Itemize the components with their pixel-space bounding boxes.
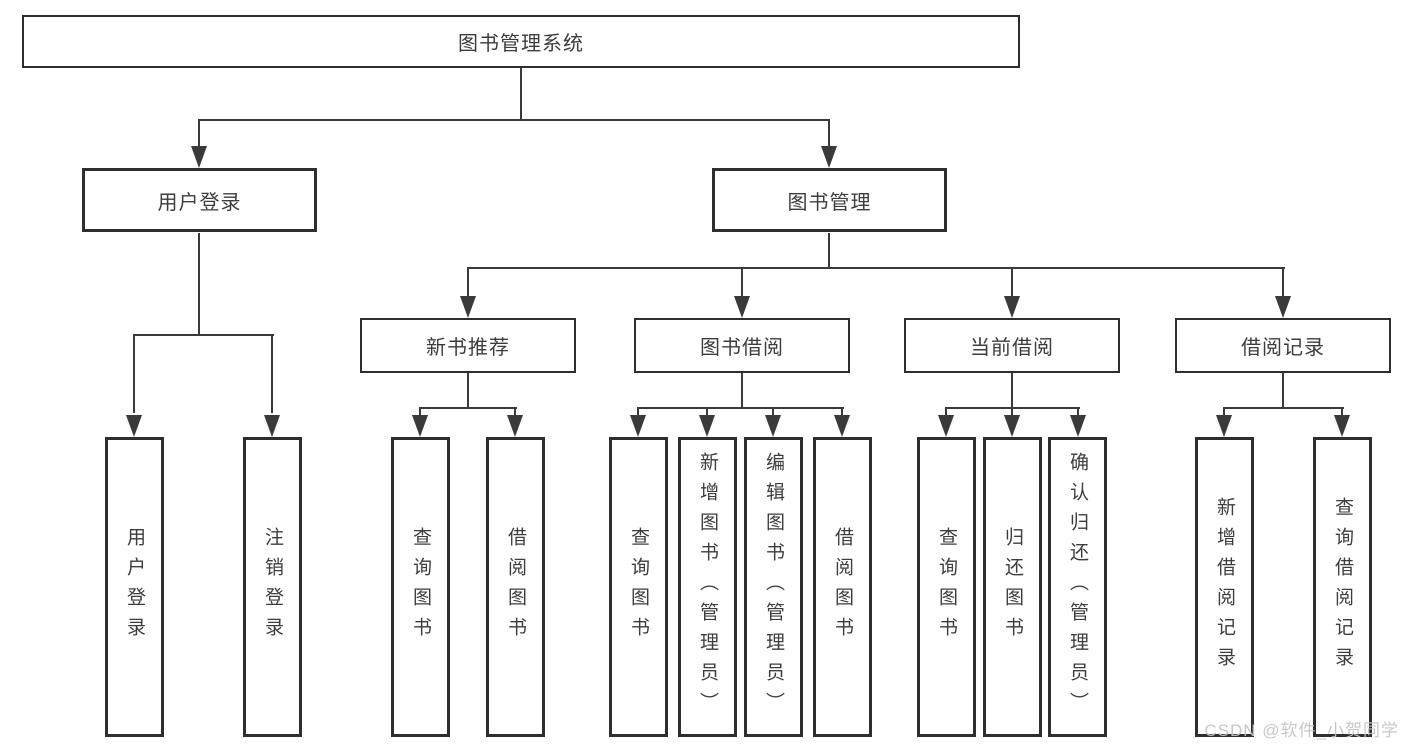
connector-arrowhead-icon (1275, 296, 1291, 318)
connector-line (741, 373, 743, 409)
node-borrowing-records: 借阅记录 (1175, 318, 1391, 373)
connector-arrowhead-icon (507, 415, 523, 437)
connector-line (1011, 409, 1013, 416)
node-current-borrowing: 当前借阅 (904, 318, 1120, 373)
connector-line (1077, 409, 1079, 416)
connector-line (133, 334, 274, 336)
connector-line (520, 68, 522, 121)
connector-line (841, 409, 843, 416)
connector-arrowhead-icon (1004, 415, 1020, 437)
node-new-book-recommendation: 新书推荐 (360, 318, 576, 373)
connector-arrowhead-icon (834, 415, 850, 437)
connector-line (467, 373, 469, 409)
leaf-borrow-books-recommend: 借阅图书 (486, 437, 545, 737)
connector-line (1223, 407, 1344, 409)
watermark-csdn: CSDN @软件_小贺同学 (1204, 721, 1399, 740)
leaf-logout: 注销登录 (243, 437, 302, 737)
connector-line (1282, 269, 1284, 296)
connector-line (133, 336, 135, 413)
leaf-edit-books-admin: 编辑图书（管理员） (744, 437, 803, 737)
connector-line (828, 233, 830, 269)
connector-line (945, 409, 947, 416)
connector-arrowhead-icon (126, 415, 142, 437)
connector-line (1011, 373, 1013, 409)
connector-arrowhead-icon (1334, 415, 1350, 437)
leaf-add-books-admin: 新增图书（管理员） (678, 437, 737, 737)
leaf-return-books: 归还图书 (983, 437, 1042, 737)
connector-line (419, 409, 421, 416)
leaf-query-borrow-record: 查询借阅记录 (1313, 437, 1372, 737)
node-user-login: 用户登录 (82, 168, 317, 232)
leaf-query-books-borrow: 查询图书 (609, 437, 668, 737)
node-book-borrowing: 图书借阅 (634, 318, 850, 373)
connector-arrowhead-icon (264, 415, 280, 437)
connector-arrowhead-icon (938, 415, 954, 437)
connector-line (945, 407, 1080, 409)
connector-line (1011, 269, 1013, 296)
leaf-add-borrow-record: 新增借阅记录 (1195, 437, 1254, 737)
connector-line (419, 407, 517, 409)
connector-line (1282, 373, 1284, 409)
connector-line (772, 409, 774, 416)
connector-arrowhead-icon (821, 146, 837, 168)
connector-line (637, 409, 639, 416)
connector-arrowhead-icon (1004, 296, 1020, 318)
connector-arrowhead-icon (734, 296, 750, 318)
leaf-borrow-books: 借阅图书 (813, 437, 872, 737)
leaf-confirm-return-admin: 确认归还（管理员） (1048, 437, 1107, 737)
connector-line (198, 119, 830, 121)
connector-arrowhead-icon (699, 415, 715, 437)
connector-line (1223, 409, 1225, 416)
connector-line (467, 269, 469, 296)
connector-line (741, 269, 743, 296)
connector-arrowhead-icon (412, 415, 428, 437)
connector-arrowhead-icon (191, 146, 207, 168)
connector-arrowhead-icon (630, 415, 646, 437)
connector-line (467, 267, 1285, 269)
connector-line (271, 336, 273, 413)
leaf-query-books-recommend: 查询图书 (391, 437, 450, 737)
connector-arrowhead-icon (765, 415, 781, 437)
connector-line (198, 121, 200, 148)
connector-line (198, 233, 200, 336)
connector-arrowhead-icon (1070, 415, 1086, 437)
connector-line (637, 407, 844, 409)
connector-line (514, 409, 516, 416)
connector-line (1341, 409, 1343, 416)
node-library-management-system: 图书管理系统 (22, 15, 1020, 68)
connector-line (828, 121, 830, 148)
node-book-management: 图书管理 (712, 168, 947, 232)
connector-line (706, 409, 708, 416)
connector-arrowhead-icon (460, 296, 476, 318)
connector-arrowhead-icon (1216, 415, 1232, 437)
leaf-query-books-current: 查询图书 (917, 437, 976, 737)
leaf-user-login: 用户登录 (105, 437, 164, 737)
